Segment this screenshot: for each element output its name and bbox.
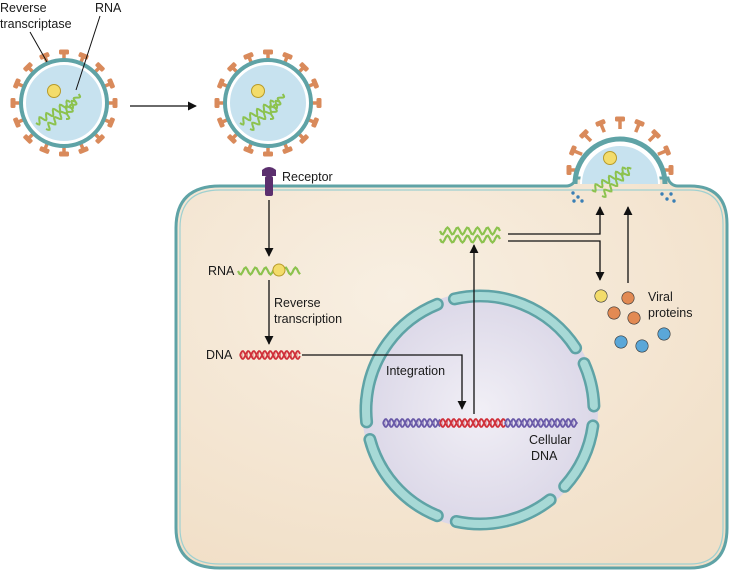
receptor: [262, 167, 276, 196]
label-reverse-transcription-1: Reverse: [274, 296, 321, 310]
viral-protein-icon: [657, 327, 671, 341]
cellular-dna-helix: [382, 417, 578, 429]
viral-protein-icon: [621, 291, 635, 305]
label-reverse-transcriptase-1: Reverse: [0, 1, 47, 15]
reverse-transcriptase-icon: [272, 263, 286, 277]
label-reverse-transcriptase-2: transcriptase: [0, 17, 72, 31]
transcribed-rna: [439, 225, 501, 245]
label-cellular-dna-2: DNA: [531, 449, 558, 463]
label-cellular-dna-1: Cellular: [529, 433, 571, 447]
reverse-transcriptase-icon: [47, 84, 61, 98]
label-reverse-transcription-2: transcription: [274, 312, 342, 326]
viral-protein-icon: [627, 311, 641, 325]
viral-protein-icon: [614, 335, 628, 349]
cell-membrane-inner: [179, 189, 724, 565]
label-viral-proteins-2: proteins: [648, 306, 692, 320]
viral-proteins: [594, 289, 671, 353]
label-viral-proteins-1: Viral: [648, 290, 673, 304]
viral-protein-icon: [607, 306, 621, 320]
leader-reverse-transcriptase: [29, 31, 48, 63]
label-virion-rna: RNA: [95, 1, 122, 15]
cytoplasmic-rna: [237, 263, 301, 277]
reverse-transcriptase-icon: [251, 84, 265, 98]
label-integration: Integration: [386, 364, 445, 378]
label-dna: DNA: [206, 348, 233, 362]
nucleus: [359, 289, 601, 531]
arrow-integration: [302, 354, 467, 410]
arrow-rna-to-budding: [508, 206, 605, 235]
reverse-transcriptase-icon: [603, 151, 617, 165]
free-virion: [10, 49, 118, 157]
budding-virion: [566, 116, 676, 203]
label-receptor: Receptor: [282, 170, 333, 184]
viral-dna-helix: [239, 349, 301, 361]
label-rna: RNA: [208, 264, 235, 278]
arrow-rna-to-proteins: [508, 240, 605, 281]
leader-virion-rna: [75, 15, 101, 91]
attached-virion: [214, 49, 322, 157]
viral-protein-icon: [635, 339, 649, 353]
viral-protein-icon: [594, 289, 608, 303]
